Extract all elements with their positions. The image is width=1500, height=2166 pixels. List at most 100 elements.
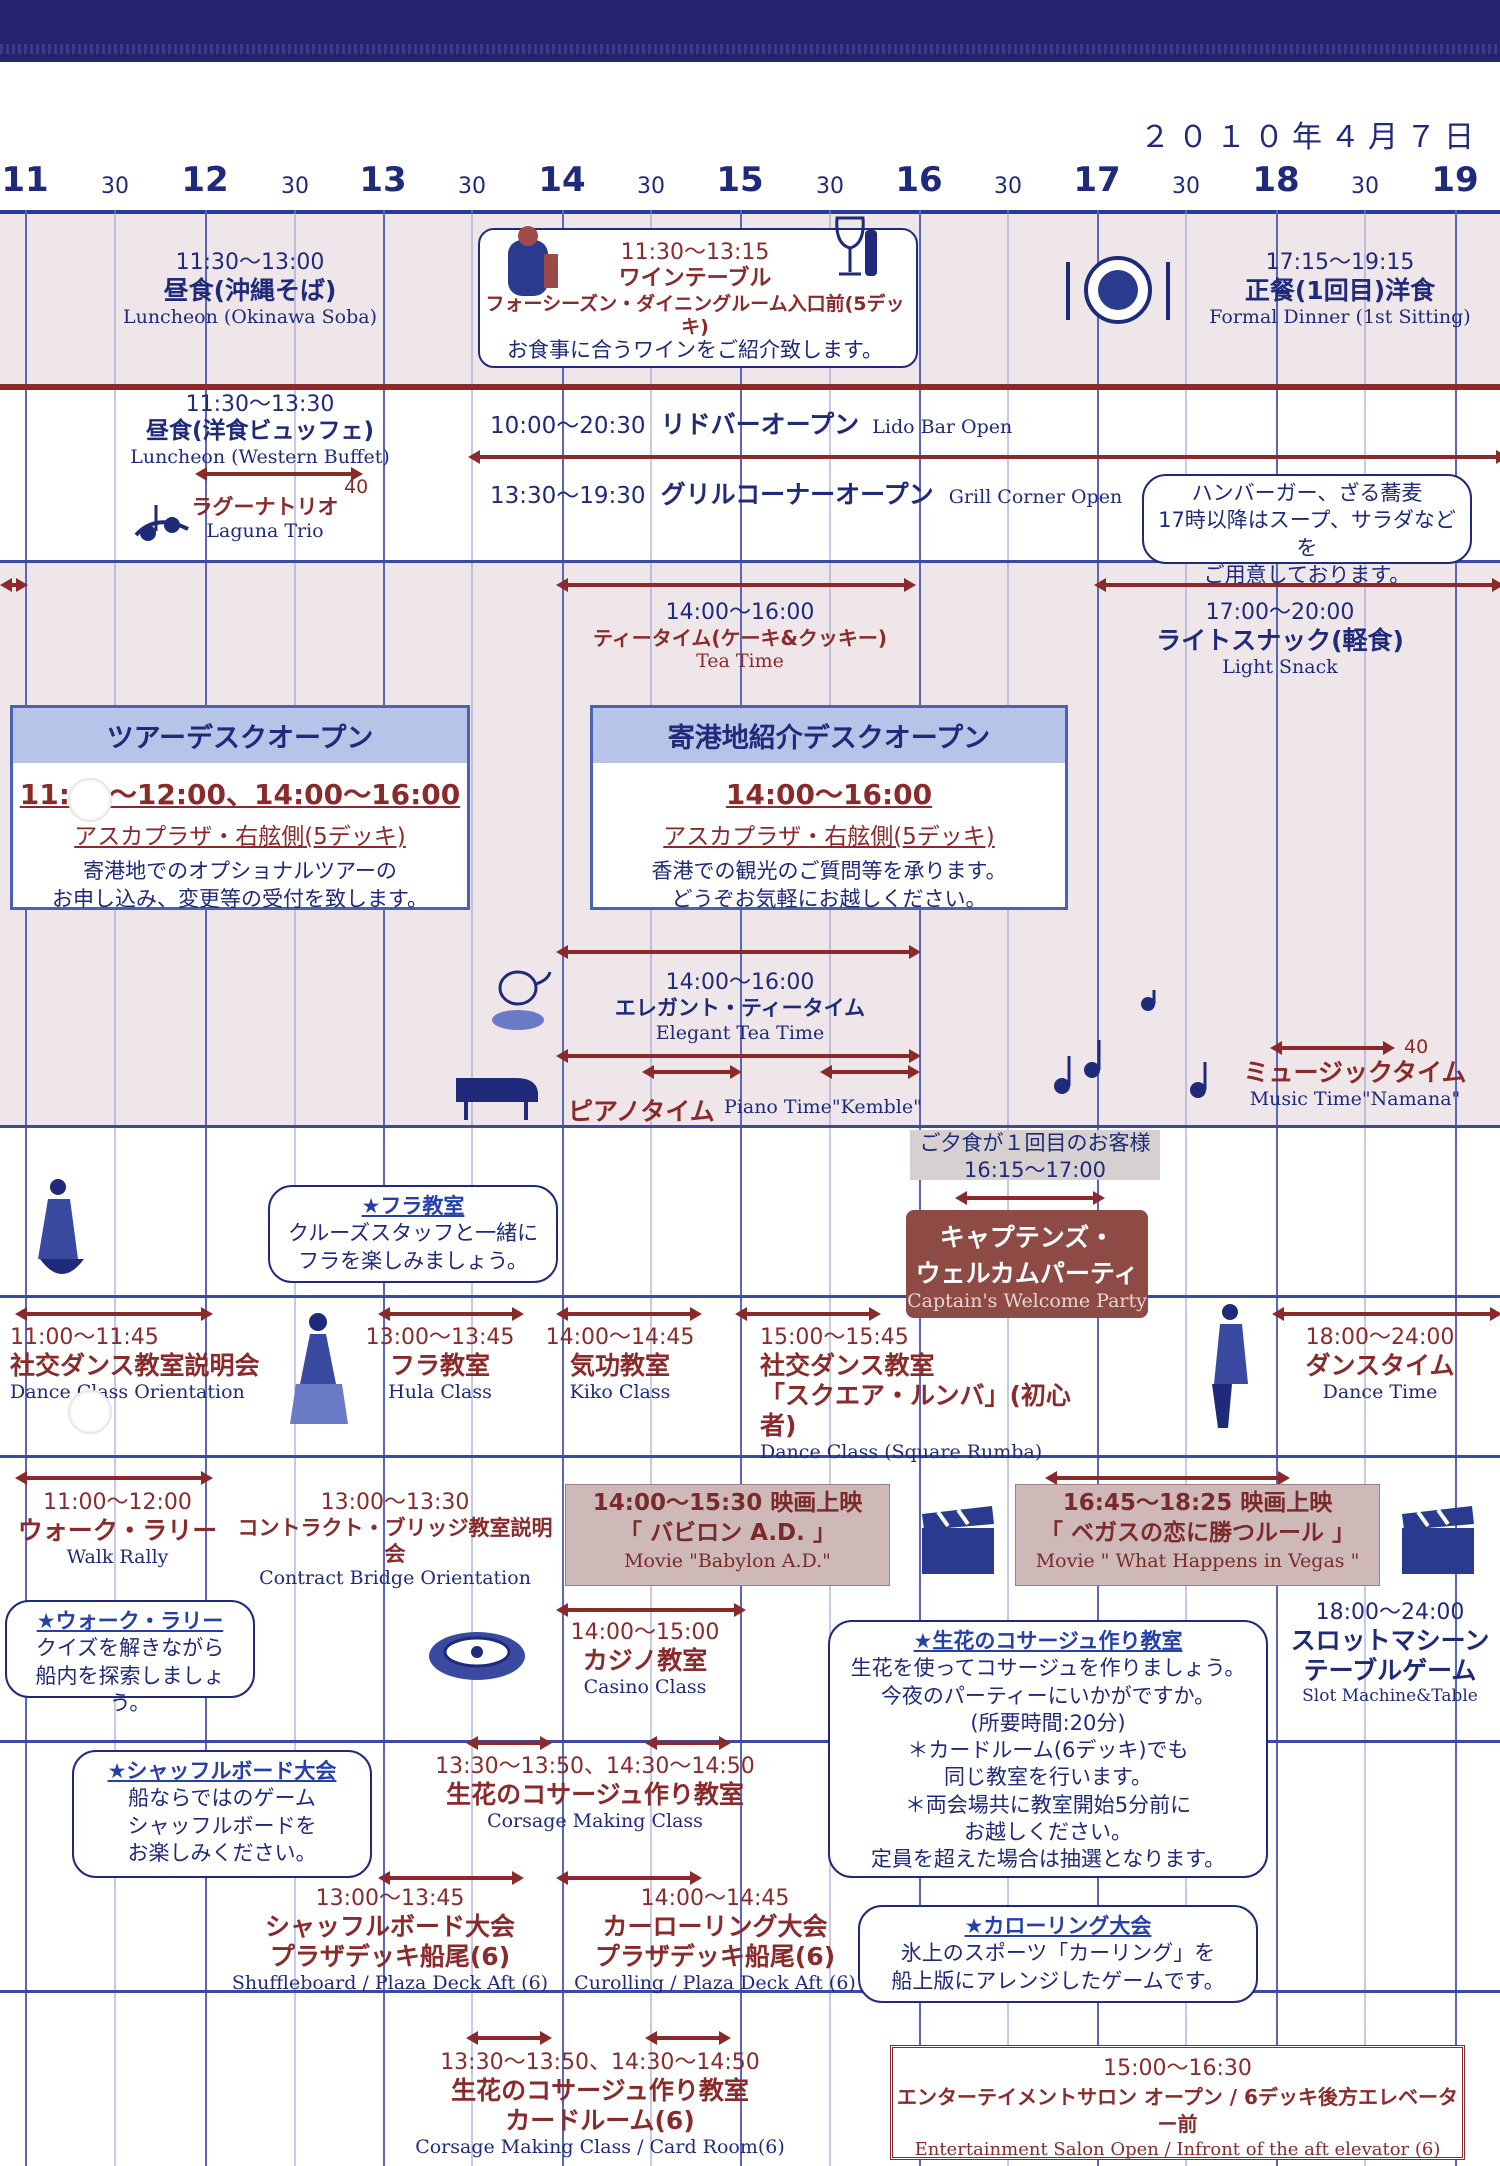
corsage-class: 13:30〜13:50、14:30〜14:50 生花のコサージュ作り教室 Cor… — [435, 1754, 755, 1833]
section-rule — [0, 1455, 1500, 1458]
time-arrow — [15, 1307, 213, 1321]
grid-line — [562, 210, 564, 2166]
hour-label: 19 — [1431, 160, 1479, 200]
grid-line — [829, 210, 831, 2166]
grid-line — [1455, 210, 1457, 2166]
dance-orientation: 11:00〜11:45 社交ダンス教室説明会 Dance Class Orien… — [10, 1325, 260, 1404]
dance-time: 18:00〜24:00 ダンスタイム Dance Time — [1305, 1325, 1455, 1404]
time-arrow — [556, 1307, 702, 1321]
half-hour-label: 30 — [1351, 174, 1379, 199]
time-arrow — [0, 578, 28, 592]
time-arrow — [645, 2031, 731, 2045]
top-band — [0, 0, 1500, 62]
half-hour-label: 30 — [816, 174, 844, 199]
curling: 14:00〜14:45 カーローリング大会 プラザデッキ船尾(6) Curoll… — [574, 1886, 856, 1995]
grid-line — [919, 210, 921, 2166]
half-hour-label: 30 — [994, 174, 1022, 199]
wine-glass-icon — [835, 216, 877, 276]
hour-label: 14 — [538, 160, 586, 200]
half-hour-label: 30 — [281, 174, 309, 199]
schedule-date: ２０１０年４月７日 — [1140, 120, 1482, 155]
time-arrow — [378, 1307, 524, 1321]
port-desk: 寄港地紹介デスクオープン 14:00〜16:00 アスカプラザ・右舷側(5デッキ… — [590, 705, 1068, 911]
time-arrow — [645, 1736, 731, 1750]
section-rule — [0, 1125, 1500, 1128]
hula-note: ★フラ教室 クルーズスタッフと一緒に フラを楽しみましょう。 — [268, 1185, 558, 1283]
teapot-icon — [492, 970, 552, 1030]
time-arrow — [1045, 1471, 1290, 1485]
time-arrow — [468, 450, 1500, 464]
grid-line — [1364, 210, 1366, 2166]
time-arrow — [1272, 1307, 1500, 1321]
time-arrow — [820, 1065, 920, 1079]
movie-babylon: 14:00〜15:30 映画上映 「 バビロン A.D. 」 Movie "Ba… — [565, 1484, 890, 1586]
dinner-plate-icon — [1066, 256, 1170, 324]
time-arrow — [15, 1471, 213, 1485]
entertainment-salon: 15:00〜16:30 エンターテイメントサロン オープン / 6デッキ後方エレ… — [890, 2045, 1465, 2160]
grid-line — [740, 210, 742, 2166]
casino-roulette-icon — [429, 1632, 525, 1680]
punch-hole — [68, 778, 112, 822]
time-arrow — [955, 1191, 1105, 1205]
half-hour-label: 30 — [101, 174, 129, 199]
punch-hole — [68, 1390, 112, 1434]
header-rule — [0, 210, 1500, 214]
grid-line — [1185, 210, 1187, 2166]
section-rule — [0, 384, 1500, 390]
time-arrow — [466, 1736, 552, 1750]
elegant-tea: 14:00〜16:00 エレガント・ティータイム Elegant Tea Tim… — [614, 970, 866, 1044]
half-hour-label: 30 — [1172, 174, 1200, 199]
grid-line — [114, 210, 116, 2166]
section-rule — [0, 1990, 1500, 1993]
music-notes-icon — [134, 505, 189, 541]
time-arrow — [1094, 578, 1500, 592]
wine-table-card — [478, 228, 918, 368]
time-arrow — [378, 1871, 524, 1885]
half-hour-label: 30 — [637, 174, 665, 199]
slot-machine: 18:00〜24:00 スロットマシーン テーブルゲーム Slot Machin… — [1290, 1600, 1490, 1707]
clapperboard-icon — [922, 1506, 994, 1574]
time-arrow — [556, 945, 921, 959]
half-hour-label: 30 — [458, 174, 486, 199]
curling-note: ★カローリング大会 氷上のスポーツ「カーリング」を 船上版にアレンジしたゲームで… — [858, 1905, 1258, 2003]
time-arrow — [466, 2031, 552, 2045]
section-rule — [0, 1295, 1500, 1298]
duration-label: 40 — [344, 476, 369, 498]
grid-line — [1007, 210, 1009, 2166]
hour-label: 15 — [716, 160, 764, 200]
dinner-first-note: ご夕食が１回目のお客様 16:15〜17:00 — [910, 1130, 1160, 1182]
tour-desk: ツアーデスクオープン 11:00〜12:00、14:00〜16:00 アスカプラ… — [10, 705, 470, 911]
grill-corner: 13:30〜19:30 グリルコーナーオープン Grill Corner Ope… — [490, 480, 1123, 509]
time-arrow — [1270, 1041, 1395, 1055]
piano-icon — [456, 1078, 538, 1120]
walk-rally: 11:00〜12:00 ウォーク・ラリー Walk Rally — [17, 1490, 218, 1569]
hour-header: 11 30 12 30 13 30 14 30 15 30 16 30 17 3… — [0, 160, 1500, 210]
casino-class: 14:00〜15:00 カジノ教室 Casino Class — [570, 1620, 720, 1699]
hour-label: 17 — [1073, 160, 1121, 200]
bridge-orientation: 13:00〜13:30 コントラクト・ブリッジ教室説明会 Contract Br… — [237, 1490, 553, 1589]
light-snack: 17:00〜20:00 ライトスナック(軽食) Light Snack — [1156, 600, 1404, 679]
corsage-card-room: 13:30〜13:50、14:30〜14:50 生花のコサージュ作り教室 カード… — [415, 2050, 785, 2159]
clapperboard-icon — [1402, 1506, 1474, 1574]
duration-label: 40 — [1404, 1036, 1429, 1058]
dancers-icon — [38, 1179, 84, 1274]
grid-line — [25, 210, 27, 2166]
dance-class: 15:00〜15:45 社交ダンス教室 「スクエア・ルンバ」(初心者) Danc… — [760, 1325, 1071, 1464]
piano-time-label: ピアノタイム — [568, 1097, 715, 1126]
piano-time-en: Piano Time"Kemble" — [724, 1096, 922, 1118]
hour-label: 11 — [1, 160, 49, 200]
grill-note: ハンバーガー、ざる蕎麦 17時以降はスープ、サラダなどを ご用意しております。 — [1142, 474, 1472, 587]
tea-time: 14:00〜16:00 ティータイム(ケーキ&クッキー) Tea Time — [592, 600, 888, 673]
shuffleboard: 13:00〜13:45 シャッフルボード大会 プラザデッキ船尾(6) Shuff… — [231, 1886, 549, 1995]
grid-line — [650, 210, 652, 2166]
formal-dinner: 17:15〜19:15 正餐(1回目)洋食 Formal Dinner (1st… — [1209, 250, 1471, 329]
hour-label: 12 — [181, 160, 229, 200]
section-rule — [0, 1740, 1500, 1743]
lunch-buffet: 11:30〜13:30 昼食(洋食ビュッフェ) Luncheon (Wester… — [130, 392, 390, 468]
lunch-okinawa: 11:30〜13:00 昼食(沖縄そば) Luncheon (Okinawa S… — [122, 250, 378, 329]
lido-bar: 10:00〜20:30 リドバーオープン Lido Bar Open — [490, 410, 1013, 439]
time-arrow — [195, 467, 363, 481]
grid-line — [205, 210, 207, 2166]
hula-class: 13:00〜13:45 フラ教室 Hula Class — [365, 1325, 515, 1404]
time-arrow — [735, 1307, 881, 1321]
